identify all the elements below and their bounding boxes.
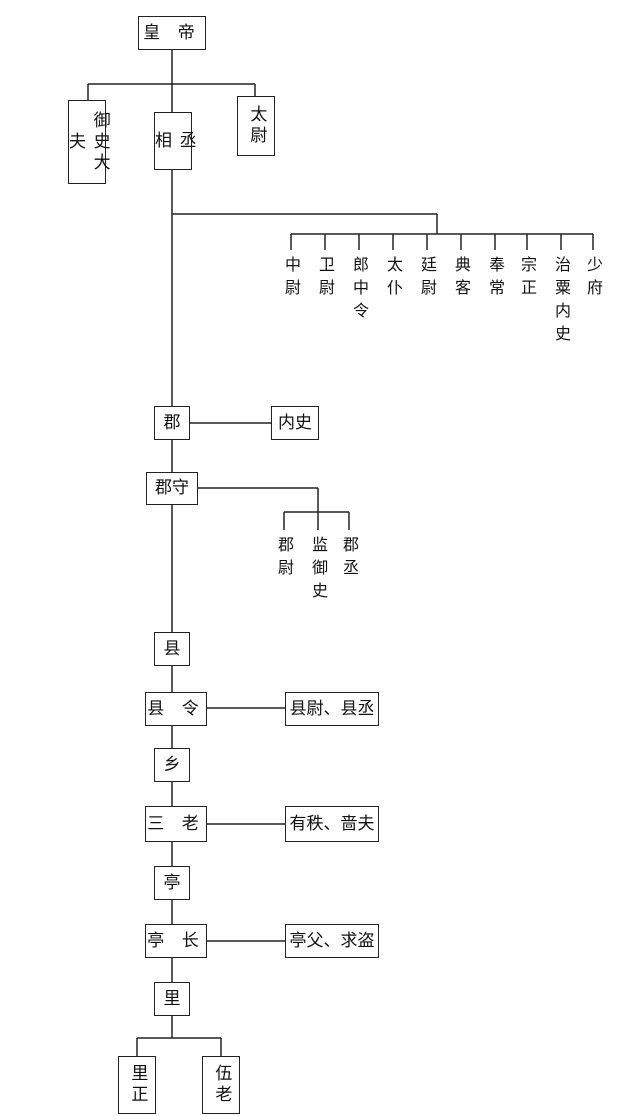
village-box: 里 [154,982,190,1016]
commandery-box: 郡 [154,406,190,440]
chancellor-box: 丞 相 [151,112,196,170]
governor-staff-label: 郡尉 [275,536,294,582]
minister-label: 典客 [452,256,471,302]
county-box: 县 [154,632,190,666]
minister-label: 中尉 [282,256,301,302]
pavilion-chief-box: 亭 长 [145,924,207,958]
minister-label: 太仆 [384,256,403,302]
magistrate-staff-box: 县尉、县丞 [285,692,379,726]
sanlao-box: 三 老 [145,806,207,842]
governor-box: 郡守 [146,472,198,505]
governor-staff-label: 郡丞 [340,536,359,582]
minister-label: 廷尉 [418,256,437,302]
wulao-box: 伍老 [202,1056,240,1114]
pavilion-box: 亭 [154,866,190,900]
minister-label: 宗正 [518,256,537,302]
minister-label: 少府 [584,256,603,302]
emperor-box: 皇 帝 [138,16,206,50]
censor-box: 御史大夫 [65,100,110,184]
minister-label: 奉常 [486,256,505,302]
governor-staff-label: 监御史 [309,536,328,605]
magistrate-box: 县 令 [145,692,207,726]
pavilion-staff-box: 亭父、求盗 [285,924,379,958]
sanlao-staff-box: 有秩、啬夫 [285,806,379,842]
village-head-box: 里正 [118,1056,156,1114]
township-box: 乡 [154,748,190,782]
minister-label: 治粟内史 [552,256,571,348]
minister-label: 郎中令 [350,256,369,325]
minister-label: 卫尉 [316,256,335,302]
neishi-box: 内史 [271,406,319,440]
grand-commandant-box: 太尉 [237,96,275,156]
